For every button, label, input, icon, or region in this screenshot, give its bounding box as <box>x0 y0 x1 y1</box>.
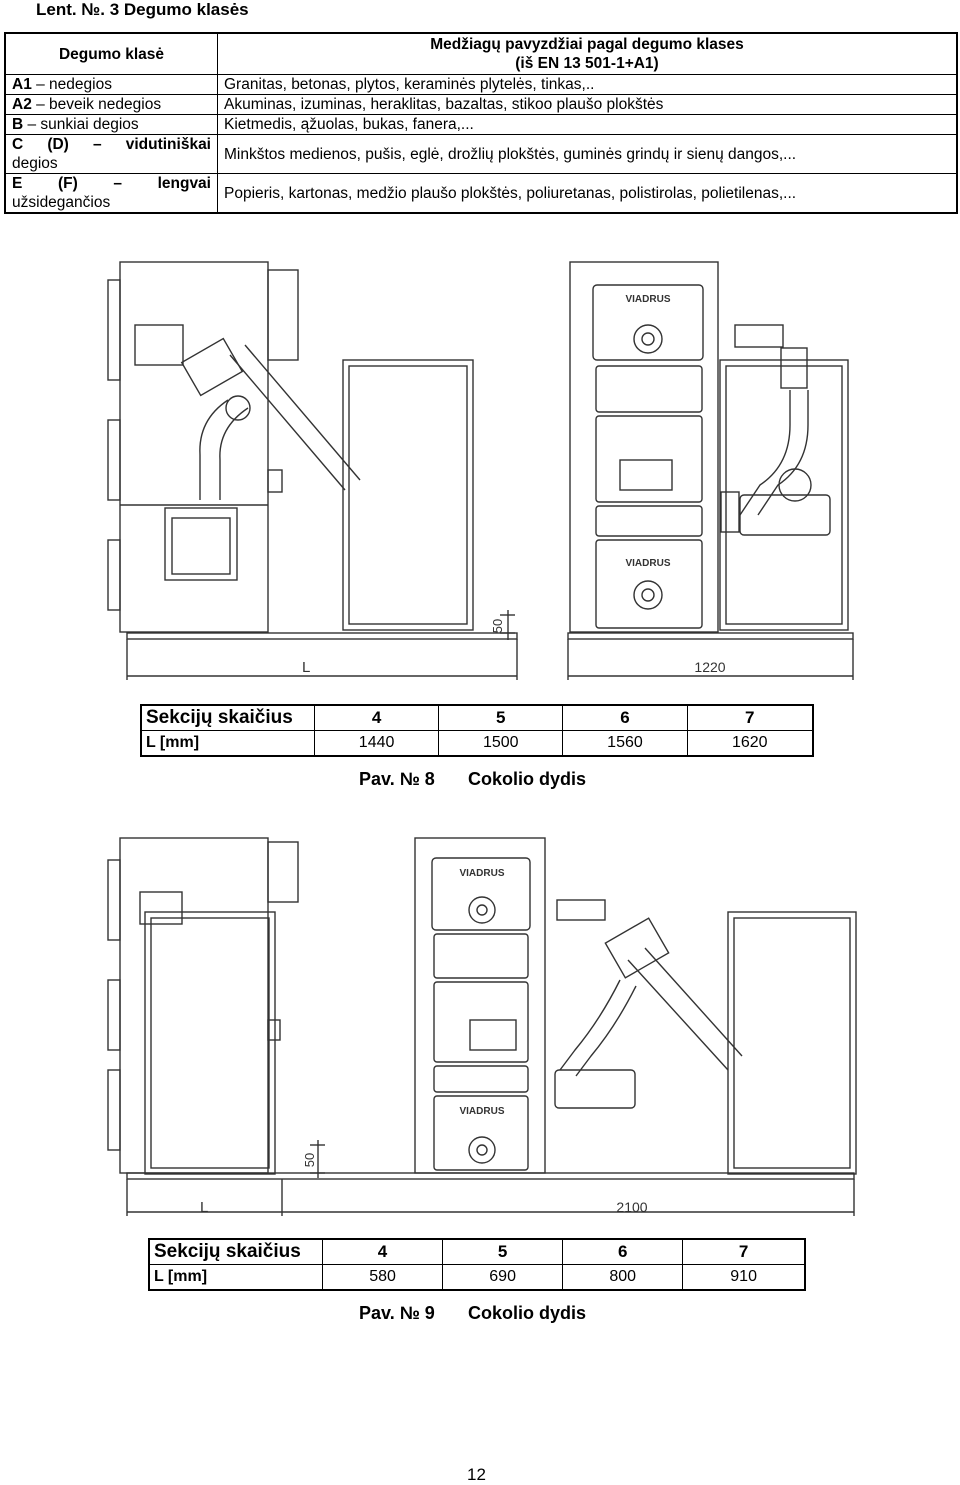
class-code: E (F) – lengvai <box>12 175 211 192</box>
boiler-front-body <box>414 837 546 1174</box>
brand-label: VIADRUS <box>459 1106 504 1117</box>
length-label: L [mm] <box>140 730 315 757</box>
table-row: B – sunkiai degios Kietmedis, ąžuolas, b… <box>4 114 958 135</box>
length-cell: 1440 <box>313 730 440 757</box>
sections-cell: 4 <box>313 704 440 731</box>
page-number: 12 <box>467 1465 486 1484</box>
figure8-caption-text: Cokolio dydis <box>468 769 587 789</box>
brand-label: VIADRUS <box>625 558 670 569</box>
fan-icon <box>633 324 663 354</box>
class-cell: A2 – beveik nedegios <box>4 94 218 115</box>
figure8-caption-number: Pav. № 8 <box>359 769 435 789</box>
class-cell: E (F) – lengvai užsidegančios <box>4 173 218 214</box>
dim-label-L: L <box>200 1199 208 1216</box>
class-name: – sunkiai degios <box>23 116 139 133</box>
sections-cell: 5 <box>442 1238 564 1265</box>
brand-label: VIADRUS <box>459 868 504 879</box>
length-cell: 910 <box>682 1264 806 1291</box>
figure9-caption-text: Cokolio dydis <box>468 1303 587 1323</box>
length-cell: 580 <box>321 1264 444 1291</box>
length-cell: 690 <box>442 1264 564 1291</box>
sections-cell: 6 <box>562 704 688 731</box>
header-examples-line1: Medžiagų pavyzdžiai pagal degumo klases <box>430 36 744 53</box>
length-label: L [mm] <box>148 1264 323 1291</box>
examples-cell: Popieris, kartonas, medžio plaušo plokšt… <box>217 173 958 214</box>
table-row: A1 – nedegios Granitas, betonas, plytos,… <box>4 74 958 95</box>
figure8-drawing: VIADRUS VIADRUS L 1220 50 <box>107 261 854 680</box>
class-cell: A1 – nedegios <box>4 74 218 95</box>
header-examples: Medžiagų pavyzdžiai pagal degumo klases … <box>217 32 958 75</box>
fan-icon <box>633 580 663 610</box>
table-header-row: Degumo klasė Medžiagų pavyzdžiai pagal d… <box>4 32 958 75</box>
sections-cell: 7 <box>682 1238 806 1265</box>
brand-label: VIADRUS <box>625 294 670 305</box>
length-row: L [mm] 580 690 800 910 <box>148 1264 806 1291</box>
examples-cell: Kietmedis, ąžuolas, bukas, fanera,... <box>217 114 958 135</box>
examples-cell: Akuminas, izuminas, heraklitas, bazaltas… <box>217 94 958 115</box>
class-code: B <box>12 116 24 133</box>
controller-box <box>734 324 784 348</box>
pellet-frame <box>342 359 474 631</box>
fan-icon <box>468 896 496 924</box>
table-row: C (D) – vidutiniškai degios Minkštos med… <box>4 134 958 174</box>
dim-label-height: 50 <box>302 1153 317 1167</box>
sections-cell: 5 <box>438 704 564 731</box>
dim-label-L: L <box>302 659 310 676</box>
length-cell: 1620 <box>686 730 814 757</box>
class-name: – nedegios <box>31 76 112 93</box>
controller-box <box>556 899 606 921</box>
examples-cell: Granitas, betonas, plytos, keraminės ply… <box>217 74 958 95</box>
length-cell: 800 <box>562 1264 684 1291</box>
table-row: E (F) – lengvai užsidegančios Popieris, … <box>4 173 958 214</box>
header-examples-line2: (iš EN 13 501-1+A1) <box>515 55 659 72</box>
sections-cell: 6 <box>562 1238 684 1265</box>
dim-label-right: 1220 <box>694 659 725 675</box>
sections-cell: 4 <box>321 1238 444 1265</box>
table-title: Lent. №. 3 Degumo klasės <box>36 0 249 19</box>
boiler-side-body <box>119 261 269 633</box>
class-name: degios <box>12 155 58 172</box>
figure9-sections-table: Sekcijų skaičius 4 5 6 7 L [mm] 580 690 … <box>148 1238 806 1291</box>
length-cell: 1560 <box>562 730 688 757</box>
base-plate-right <box>567 632 854 640</box>
dim-label-height: 50 <box>490 619 505 633</box>
burner-door <box>164 507 238 581</box>
figure9-drawing: VIADRUS VIADRUS L 2100 50 <box>107 837 857 1216</box>
fan-icon <box>468 1136 496 1164</box>
length-row: L [mm] 1440 1500 1560 1620 <box>140 730 814 757</box>
class-code: A2 <box>12 96 32 113</box>
examples-cell: Minkštos medienos, pušis, eglė, drožlių … <box>217 134 958 174</box>
boiler-front-body <box>569 261 719 633</box>
length-cell: 1500 <box>438 730 564 757</box>
header-class: Degumo klasė <box>4 32 218 75</box>
class-code: A1 <box>12 76 32 93</box>
pellet-frame <box>144 911 276 1175</box>
class-cell: C (D) – vidutiniškai degios <box>4 134 218 174</box>
sections-cell: 7 <box>686 704 814 731</box>
base-plate-left <box>126 632 518 640</box>
class-cell: B – sunkiai degios <box>4 114 218 135</box>
dim-label-right: 2100 <box>616 1199 647 1215</box>
class-name: užsidegančios <box>12 194 111 211</box>
class-name: – beveik nedegios <box>31 96 162 113</box>
feed-hopper-connector <box>180 337 244 397</box>
boiler-side-body <box>119 837 269 1174</box>
sections-row: Sekcijų skaičius 4 5 6 7 <box>148 1238 806 1265</box>
figure8-sections-table: Sekcijų skaičius 4 5 6 7 L [mm] 1440 150… <box>140 704 814 757</box>
sections-row: Sekcijų skaičius 4 5 6 7 <box>140 704 814 731</box>
class-code: C (D) – vidutiniškai <box>12 136 211 153</box>
figure9-caption-number: Pav. № 9 <box>359 1303 435 1323</box>
combustibility-table: Degumo klasė Medžiagų pavyzdžiai pagal d… <box>4 32 958 214</box>
sections-label: Sekcijų skaičius <box>140 704 315 731</box>
table-row: A2 – beveik nedegios Akuminas, izuminas,… <box>4 94 958 115</box>
sections-label: Sekcijų skaičius <box>148 1238 323 1265</box>
